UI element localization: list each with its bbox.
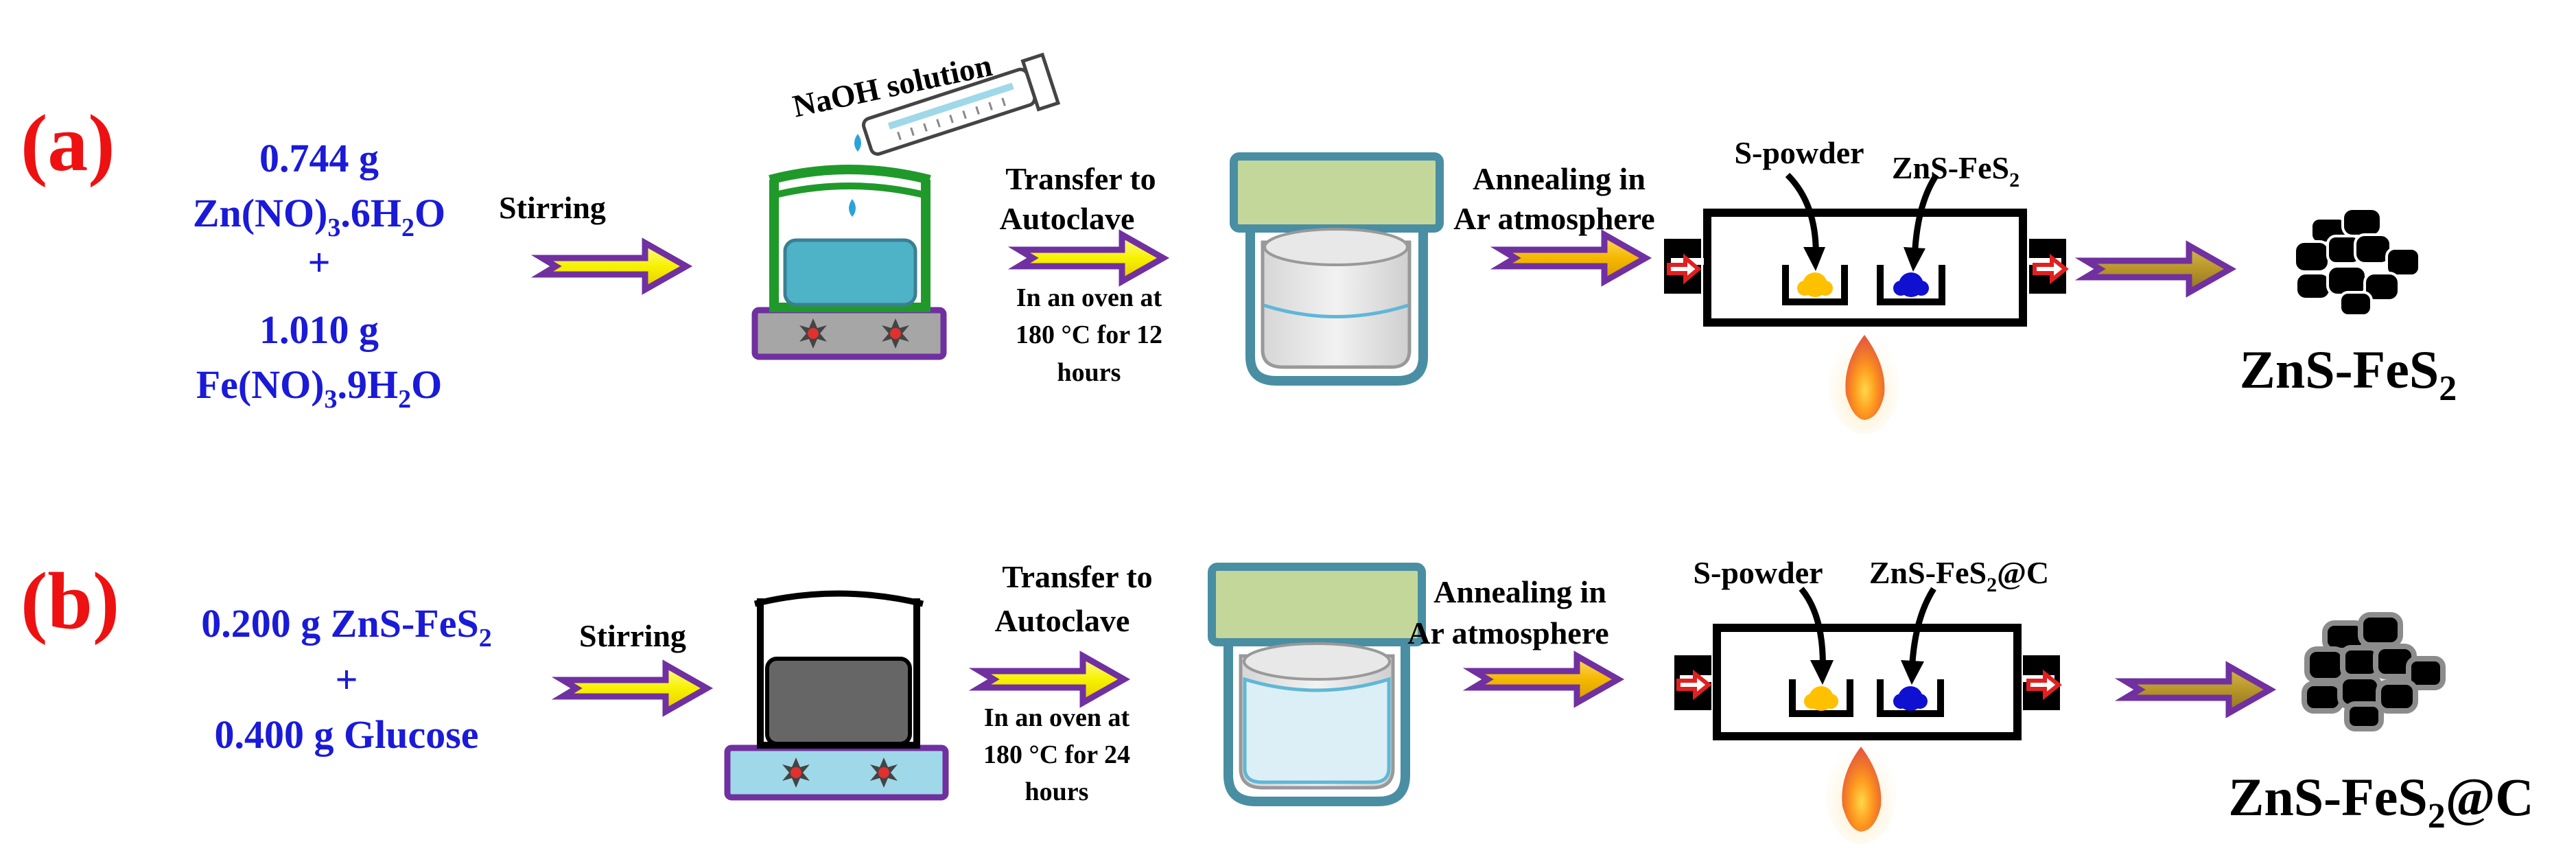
autoclave-icon (1230, 152, 1444, 386)
s-powder-label: S-powder (1693, 555, 1823, 590)
step-stirring-label: Stirring (579, 618, 686, 653)
step-transfer-label-1: Transfer to (1005, 161, 1156, 196)
stir-gear-icon (799, 318, 827, 349)
stir-gear-icon (782, 758, 810, 788)
process-arrow-icon (980, 656, 1124, 703)
gas-outlet-arrow-icon (2026, 669, 2062, 701)
autoclave-icon (1208, 563, 1426, 806)
plus-sign: + (307, 240, 330, 285)
particles-icon (2302, 612, 2446, 731)
oven-condition-3: hours (1057, 358, 1121, 387)
product-label: ZnS-FeS2@C (2228, 767, 2533, 836)
process-arrow-icon (2086, 246, 2230, 292)
step-transfer-label-2: Autoclave (1000, 201, 1135, 236)
step-anneal-label-2: Ar atmosphere (1453, 201, 1654, 236)
product-label: ZnS-FeS2 (2240, 340, 2457, 408)
oven-condition-2: 180 °C for 12 (1016, 320, 1162, 349)
gas-outlet-arrow-icon (2033, 253, 2069, 285)
dropper-icon (849, 52, 1061, 217)
beaker-icon (769, 165, 931, 312)
tube-furnace-icon (1664, 172, 2069, 327)
row-b: (b) 0.200 g ZnS-FeS2 + 0.400 g Glucose S… (21, 555, 2534, 844)
process-arrow-icon (1019, 235, 1163, 281)
reactant-1-mass: 0.744 g (259, 136, 379, 180)
row-b-reactants: 0.200 g ZnS-FeS2 + 0.400 g Glucose (201, 601, 491, 757)
step-transfer-label-2: Autoclave (995, 603, 1130, 638)
process-arrow-icon (2126, 666, 2270, 713)
plus-sign: + (335, 657, 358, 702)
magnetic-stirrer-icon (751, 307, 947, 360)
reactant-2: 0.400 g Glucose (214, 712, 478, 757)
oven-condition-1: In an oven at (984, 703, 1130, 732)
step-anneal-label-1: Annealing in (1433, 574, 1606, 609)
stir-gear-icon (870, 758, 898, 788)
reactant-2-mass: 1.010 g (259, 307, 379, 352)
magnetic-stirrer-icon (724, 744, 949, 801)
gas-inlet-arrow-icon (1667, 253, 1702, 285)
oven-condition-2: 180 °C for 24 (983, 740, 1130, 769)
oven-condition-3: hours (1025, 777, 1089, 806)
gas-inlet-arrow-icon (1676, 669, 1712, 701)
process-arrow-icon (1501, 235, 1646, 281)
reactant-2-formula: Fe(NO)3.9H2O (196, 362, 443, 414)
furnace-sample-label: ZnS-FeS2 (1892, 150, 2019, 191)
stir-gear-icon (882, 318, 909, 349)
process-arrow-icon (542, 243, 686, 290)
step-anneal-label-1: Annealing in (1473, 161, 1646, 196)
row-a: (a) 0.744 g Zn(NO)3.6H2O + 1.010 g Fe(NO… (21, 47, 2457, 434)
row-b-tag: (b) (21, 556, 119, 646)
step-transfer-label-1: Transfer to (1002, 559, 1152, 594)
process-arrow-icon (1474, 656, 1618, 703)
reactant-1: 0.200 g ZnS-FeS2 (201, 601, 491, 653)
row-a-reactants: 0.744 g Zn(NO)3.6H2O + 1.010 g Fe(NO)3.9… (193, 136, 445, 414)
furnace-sample-label: ZnS-FeS2@C (1869, 555, 2049, 596)
tube-furnace-icon (1674, 587, 2062, 740)
flame-icon (1825, 745, 1897, 844)
oven-condition-1: In an oven at (1016, 283, 1162, 312)
step-stirring-label: Stirring (499, 190, 606, 225)
step-anneal-label-2: Ar atmosphere (1407, 615, 1608, 650)
reactant-1-formula: Zn(NO)3.6H2O (193, 191, 445, 242)
flame-icon (1829, 335, 1900, 434)
particles-icon (2293, 207, 2421, 317)
beaker-icon (753, 590, 924, 749)
row-a-tag: (a) (21, 98, 115, 188)
s-powder-label: S-powder (1734, 135, 1864, 170)
process-arrow-icon (563, 665, 707, 712)
